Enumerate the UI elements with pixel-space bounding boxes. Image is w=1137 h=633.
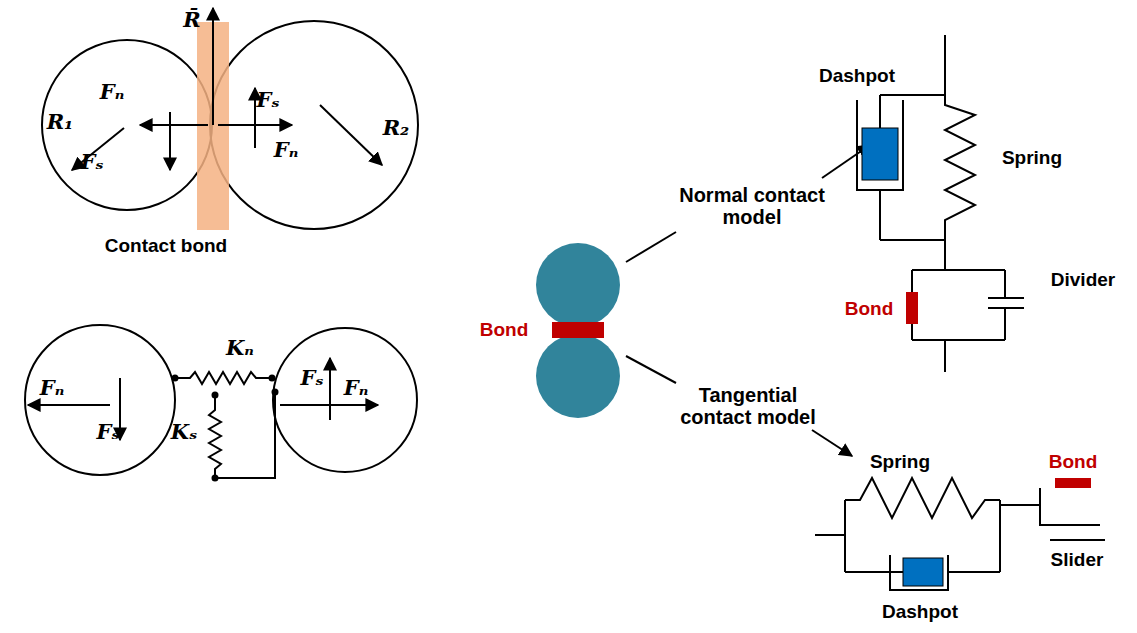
model-label: Tangential contact model: [673, 384, 823, 428]
force-symbol: Fₙ: [344, 376, 369, 399]
radius-symbol: R₂: [383, 116, 410, 139]
part-label: Spring: [1002, 148, 1062, 169]
stiffness-symbol: Kₛ: [171, 420, 198, 443]
part-label: Spring: [870, 452, 930, 473]
force-symbol: Fₛ: [80, 150, 103, 173]
figure-caption: Contact bond: [105, 236, 227, 257]
part-label: Slider: [1051, 550, 1104, 571]
part-label: Dashpot: [882, 602, 958, 623]
stiffness-symbol: Kₙ: [226, 336, 254, 359]
part-label: Dashpot: [819, 66, 895, 87]
force-symbol: Fₛ: [96, 420, 119, 443]
force-symbol: Fₙ: [274, 138, 299, 161]
force-symbol: Fₙ: [40, 376, 65, 399]
force-symbol: Fₛ: [300, 366, 323, 389]
bond-label: Bond: [480, 320, 529, 341]
vector-symbol: R̄: [183, 8, 200, 31]
bond-label: Bond: [1049, 452, 1098, 473]
force-symbol: Fₛ: [256, 88, 279, 111]
bond-label: Bond: [845, 299, 894, 320]
model-label: Normal contact model: [677, 184, 827, 228]
radius-symbol: R₁: [47, 110, 74, 133]
force-symbol: Fₙ: [100, 80, 125, 103]
part-label: Divider: [1051, 270, 1115, 291]
